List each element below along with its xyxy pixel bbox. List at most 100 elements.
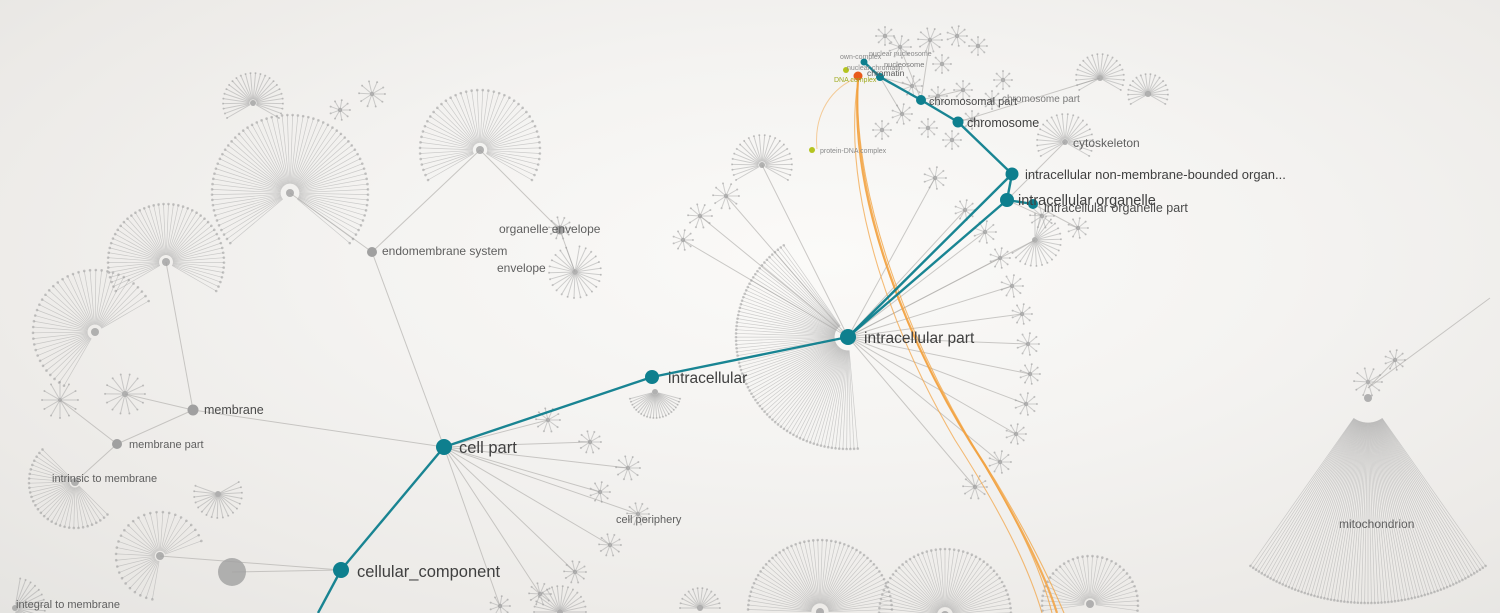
collapsed-subtree[interactable]: [1011, 303, 1033, 325]
collapsed-disc[interactable]: [218, 558, 246, 586]
collapsed-subtree[interactable]: [1005, 423, 1027, 445]
subtree-center-dot[interactable]: [1032, 237, 1038, 243]
label-intracellular-organelle-part[interactable]: intracellular organelle part: [1044, 201, 1188, 215]
collapsed-subtree[interactable]: [946, 25, 968, 47]
collapsed-subtree[interactable]: [687, 203, 713, 229]
subtree-center-dot[interactable]: [71, 478, 79, 486]
label-cell-part[interactable]: cell part: [459, 439, 517, 457]
subtree-center-dot[interactable]: [1025, 341, 1031, 347]
node-nuclear-nucleosome[interactable]: [860, 58, 868, 66]
subtree-center-dot[interactable]: [286, 189, 294, 197]
subtree-center-dot[interactable]: [1023, 401, 1029, 407]
collapsed-subtree[interactable]: [41, 381, 79, 419]
node-organelle-envelope[interactable]: [555, 225, 565, 235]
subtree-center-dot[interactable]: [949, 137, 955, 143]
collapsed-subtree[interactable]: [877, 547, 1013, 613]
collapsed-subtree[interactable]: [329, 99, 351, 121]
collapsed-subtree[interactable]: [31, 268, 150, 387]
subtree-center-dot[interactable]: [932, 175, 938, 181]
collapsed-subtree[interactable]: [489, 595, 511, 613]
subtree-center-dot[interactable]: [537, 591, 543, 597]
subtree-center-dot[interactable]: [982, 229, 988, 235]
subtree-center-dot[interactable]: [572, 569, 578, 575]
collapsed-subtree[interactable]: [928, 86, 948, 106]
subtree-center-dot[interactable]: [975, 43, 981, 49]
label-membrane[interactable]: membrane: [204, 403, 264, 417]
collapsed-subtree[interactable]: [1016, 332, 1040, 356]
subtree-center-dot[interactable]: [969, 117, 975, 123]
subtree-center-dot[interactable]: [1086, 600, 1094, 608]
subtree-center-dot[interactable]: [899, 111, 905, 117]
subtree-center-dot[interactable]: [635, 511, 641, 517]
collapsed-subtree[interactable]: [954, 199, 976, 221]
subtree-center-dot[interactable]: [1075, 225, 1081, 231]
subtree-center-dot[interactable]: [1000, 77, 1006, 83]
subtree-center-dot[interactable]: [960, 87, 966, 93]
subtree-center-dot[interactable]: [587, 439, 593, 445]
subtree-center-dot[interactable]: [557, 609, 563, 613]
collapsed-subtree[interactable]: [106, 202, 226, 293]
subtree-center-dot[interactable]: [57, 397, 63, 403]
subtree-center-dot[interactable]: [697, 213, 703, 219]
node-dna-complex[interactable]: [843, 67, 849, 73]
subtree-center-dot[interactable]: [545, 417, 551, 423]
subtree-center-dot[interactable]: [697, 605, 703, 611]
label-intracellular-non-membrane-bounded-organ[interactable]: intracellular non-membrane-bounded organ…: [1025, 167, 1286, 182]
subtree-center-dot[interactable]: [1364, 394, 1372, 402]
label-chromosome[interactable]: chromosome: [967, 116, 1039, 130]
collapsed-subtree[interactable]: [679, 587, 721, 611]
node-chromosomal-part[interactable]: [916, 95, 926, 105]
collapsed-subtree[interactable]: [989, 247, 1011, 269]
collapsed-subtree[interactable]: [923, 166, 947, 190]
collapsed-subtree[interactable]: [210, 113, 370, 245]
collapsed-subtree[interactable]: [104, 373, 146, 415]
subtree-center-dot[interactable]: [1062, 139, 1068, 145]
collapsed-subtree[interactable]: [563, 560, 587, 584]
subtree-center-dot[interactable]: [476, 146, 484, 154]
collapsed-subtree[interactable]: [578, 430, 602, 454]
node-chromatin[interactable]: [853, 71, 863, 81]
node-intracellular-non-membrane-bounded-organelle[interactable]: [1005, 167, 1019, 181]
collapsed-subtree[interactable]: [12, 577, 46, 613]
collapsed-subtree[interactable]: [901, 75, 923, 97]
collapsed-subtree[interactable]: [962, 110, 982, 130]
collapsed-subtree[interactable]: [968, 36, 988, 56]
node-intracellular-organelle-part[interactable]: [1028, 199, 1038, 209]
subtree-center-dot[interactable]: [652, 389, 658, 395]
collapsed-subtree[interactable]: [589, 481, 611, 503]
subtree-center-dot[interactable]: [337, 107, 343, 113]
collapsed-subtree[interactable]: [1000, 274, 1024, 298]
collapsed-subtree[interactable]: [533, 585, 587, 613]
collapsed-subtree[interactable]: [222, 72, 284, 119]
collapsed-subtree[interactable]: [615, 455, 641, 481]
node-cell-part[interactable]: [436, 439, 452, 455]
subtree-center-dot[interactable]: [680, 237, 686, 243]
collapsed-subtree[interactable]: [1029, 203, 1055, 229]
subtree-center-dot[interactable]: [972, 484, 978, 490]
collapsed-subtree[interactable]: [626, 502, 650, 526]
label-cellular-component[interactable]: cellular_component: [357, 563, 501, 581]
label-intracellular-organelle[interactable]: intracellular organelle: [1018, 193, 1156, 209]
node-chromosome[interactable]: [952, 116, 964, 128]
subtree-center-dot[interactable]: [597, 489, 603, 495]
subtree-center-dot[interactable]: [1392, 357, 1398, 363]
node-protein-dna-complex[interactable]: [809, 147, 815, 153]
collapsed-subtree[interactable]: [27, 448, 109, 530]
label-intracellular-part[interactable]: intracellular part: [864, 330, 975, 347]
collapsed-subtree[interactable]: [746, 538, 894, 613]
subtree-center-dot[interactable]: [759, 162, 765, 168]
subtree-center-dot[interactable]: [954, 33, 960, 39]
subtree-center-dot[interactable]: [997, 255, 1003, 261]
subtree-center-dot[interactable]: [879, 127, 885, 133]
subtree-center-dot[interactable]: [935, 93, 941, 99]
node-cellular-component[interactable]: [333, 562, 349, 578]
collapsed-subtree[interactable]: [1040, 554, 1140, 612]
collapsed-subtree[interactable]: [1067, 217, 1089, 239]
collapsed-subtree[interactable]: [734, 243, 860, 451]
collapsed-subtree[interactable]: [672, 229, 694, 251]
subtree-center-dot[interactable]: [572, 269, 578, 275]
subtree-center-dot[interactable]: [1145, 91, 1151, 97]
subtree-center-dot[interactable]: [909, 83, 915, 89]
collapsed-subtree[interactable]: [628, 389, 682, 419]
